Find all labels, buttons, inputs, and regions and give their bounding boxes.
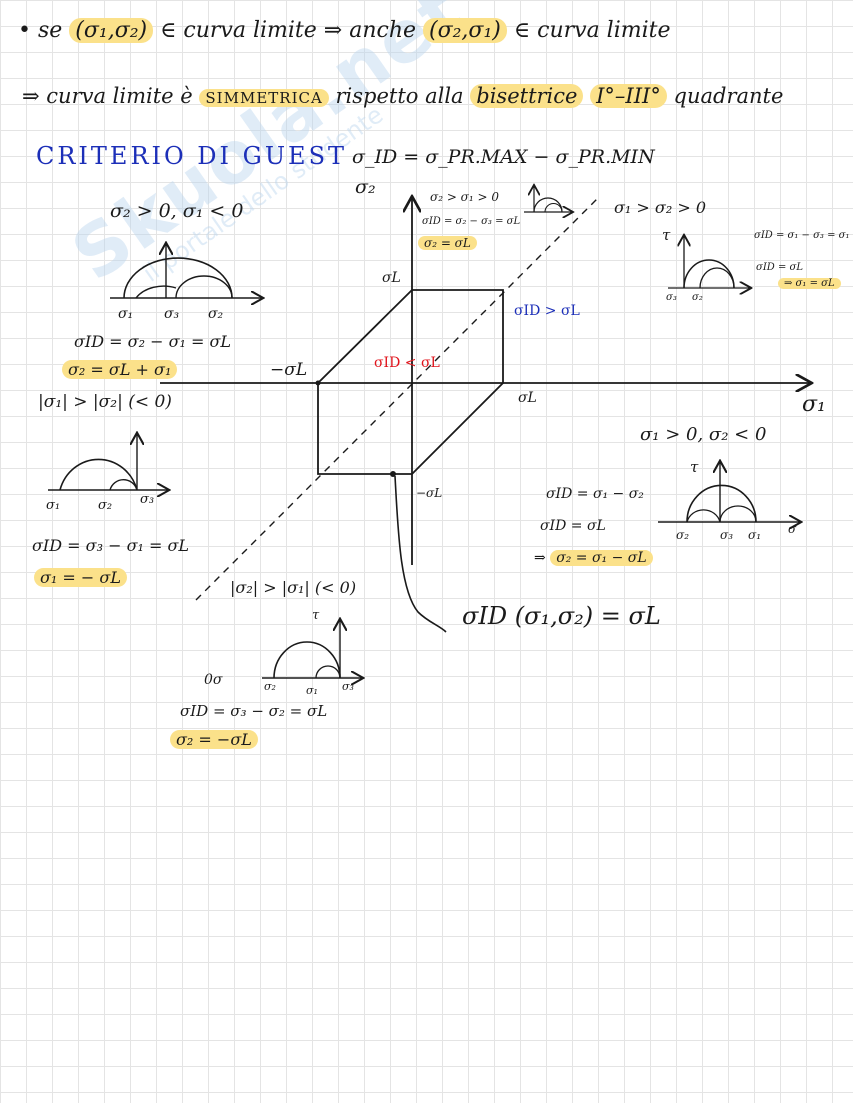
rt-res: ⇒ σ₁ = σL — [778, 278, 841, 289]
lm-tick-2: σ₂ — [98, 498, 113, 513]
x-axis-label: σ₁ — [802, 392, 826, 417]
lt-tick-1: σ₁ — [118, 306, 134, 322]
rt-eq2: σID = σL — [756, 262, 803, 273]
rb-tick-1: σ₂ — [676, 528, 690, 542]
rb-tick-2: σ₃ — [720, 528, 734, 542]
lt-tick-2: σ₃ — [164, 306, 180, 322]
y-axis-label: σ₂ — [355, 176, 376, 198]
lm-res: σ₁ = − σL — [34, 568, 127, 587]
rb-tick-3: σ₁ — [748, 528, 762, 542]
guest-hexagon — [317, 289, 504, 475]
rb-res-arrow: ⇒ — [534, 550, 546, 566]
lt-tick-3: σ₂ — [208, 306, 224, 322]
line1-mid: ∈ curva limite ⇒ anche — [160, 18, 417, 43]
bt-tick-1: σ₂ — [264, 680, 276, 693]
rb-eq2: σID = σL — [540, 518, 606, 534]
bt-note: 0σ — [204, 672, 223, 688]
bt-cond: |σ₂| > |σ₁| (< 0) — [230, 578, 357, 597]
lt-eq: σID = σ₂ − σ₁ = σL — [74, 332, 232, 351]
line2-pre: curva limite è — [46, 84, 193, 108]
region-outside: σID > σL — [514, 303, 580, 319]
rt-cond: σ₁ > σ₂ > 0 — [614, 198, 707, 217]
pair2: (σ₂,σ₁) — [423, 18, 507, 43]
tick-pos-y: σL — [382, 270, 401, 286]
tick-neg-y: −σL — [416, 486, 443, 500]
bisettrice: bisettrice — [470, 84, 584, 108]
rt-eq1: σID = σ₁ − σ₃ = σ₁ — [754, 230, 850, 241]
top-cond: σ₂ > σ₁ > 0 — [430, 190, 500, 204]
bt-eq: σID = σ₃ − σ₂ = σL — [180, 702, 328, 720]
page-title: CRITERIO DI GUEST — [36, 142, 348, 170]
bt-tick-3: σ₃ — [342, 680, 354, 693]
rb-axis: τ — [690, 458, 699, 476]
line2-mid: rispetto alla — [335, 84, 464, 108]
curve-label: σID (σ₁,σ₂) = σL — [462, 602, 661, 630]
bullet: • — [18, 18, 31, 43]
rt-tick-1: σ₃ — [666, 292, 677, 303]
lm-cond: |σ₁| > |σ₂| (< 0) — [38, 392, 172, 412]
bt-axis: τ — [312, 608, 320, 623]
quadrants: I°–III° — [590, 84, 667, 108]
line1-pre: se — [37, 18, 63, 43]
top-res: σ₂ = σL — [418, 236, 477, 250]
simmetrica: SIMMETRICA — [199, 89, 329, 107]
rb-eq1: σID = σ₁ − σ₂ — [546, 486, 644, 502]
pair1: (σ₁,σ₂) — [69, 18, 154, 43]
lm-tick-1: σ₁ — [46, 498, 61, 513]
rt-axis: τ — [662, 226, 671, 244]
rb-tick-4: σ — [788, 522, 797, 536]
line1: • se (σ₁,σ₂) ∈ curva limite ⇒ anche (σ₂,… — [18, 18, 671, 43]
bt-res: σ₂ = −σL — [170, 730, 258, 749]
line1-post: ∈ curva limite — [513, 18, 671, 43]
line2-post: quadrante — [673, 84, 784, 108]
tick-neg-x: −σL — [270, 360, 308, 380]
bt-tick-2: σ₁ — [306, 684, 318, 697]
tick-pos-x: σL — [518, 390, 537, 406]
line2: ⇒ curva limite è SIMMETRICA rispetto all… — [22, 84, 783, 108]
rb-res-line: ⇒ σ₂ = σ₁ − σL — [534, 550, 653, 566]
bisector-line — [195, 195, 601, 601]
lm-eq: σID = σ₃ − σ₁ = σL — [32, 536, 190, 555]
lt-res: σ₂ = σL + σ₁ — [62, 360, 178, 379]
rt-tick-2: σ₂ — [692, 292, 703, 303]
rb-res: σ₂ = σ₁ − σL — [550, 550, 653, 566]
lt-cond: σ₂ > 0, σ₁ < 0 — [110, 200, 244, 222]
line2-arrow: ⇒ — [22, 84, 40, 108]
region-inside: σID < σL — [374, 355, 440, 371]
curve-pointer — [394, 475, 447, 633]
lm-tick-3: σ₃ — [140, 492, 155, 507]
rb-cond: σ₁ > 0, σ₂ < 0 — [640, 424, 767, 445]
rt-res-pre: ⇒ σ₁ = σL — [778, 278, 841, 289]
formula-main: σ_ID = σ_PR.MAX − σ_PR.MIN — [352, 146, 655, 168]
top-eq: σID = σ₂ − σ₃ = σL — [422, 216, 521, 227]
